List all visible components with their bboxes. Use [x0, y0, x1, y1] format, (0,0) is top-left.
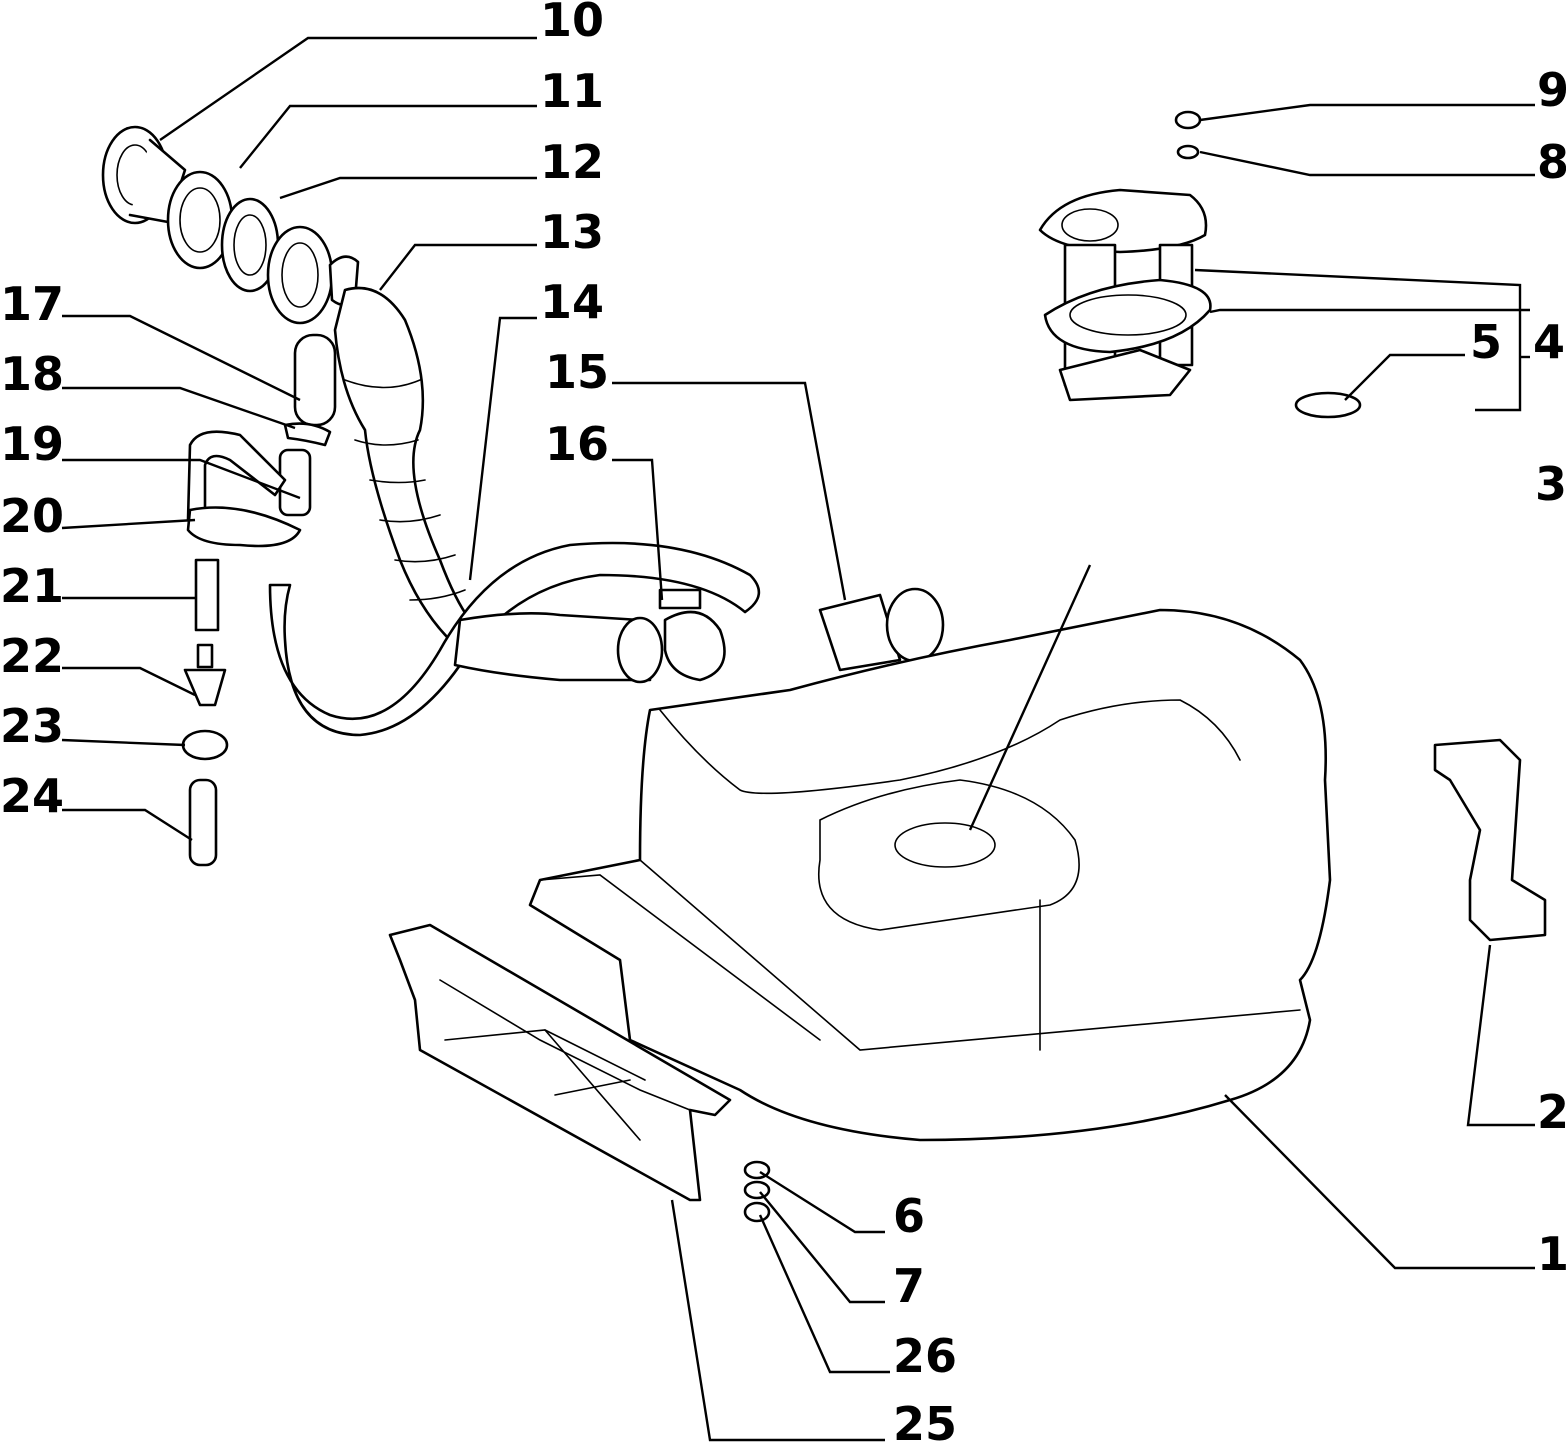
callout-17: 17 [0, 277, 64, 331]
callout-13: 13 [540, 205, 604, 259]
callout-9: 9 [1537, 63, 1566, 117]
callout-14: 14 [540, 275, 604, 329]
callout-20: 20 [0, 489, 64, 543]
callout-10: 10 [540, 0, 604, 47]
callout-4: 4 [1533, 315, 1565, 369]
callout-21: 21 [0, 559, 64, 613]
callout-16: 16 [545, 417, 609, 471]
mounting-bracket [1433, 738, 1547, 942]
callout-18: 18 [0, 347, 64, 401]
leader-lines [61, 36, 1535, 1442]
callout-3: 3 [1535, 457, 1566, 511]
callout-26: 26 [893, 1329, 957, 1383]
callout-25: 25 [893, 1397, 957, 1443]
callout-12: 12 [540, 135, 604, 189]
callout-15: 15 [545, 345, 609, 399]
fuel-pump-sender [1038, 110, 1362, 419]
callout-11: 11 [540, 64, 604, 118]
callout-22: 22 [0, 629, 64, 683]
fuel-tank [528, 608, 1332, 1142]
vent-line-parts [181, 333, 337, 867]
callout-19: 19 [0, 417, 64, 471]
callout-24: 24 [0, 769, 64, 823]
filler-pipe [333, 286, 472, 642]
gasket [1043, 278, 1212, 354]
tank-neck-pipe [453, 587, 945, 684]
hose-clamp [658, 588, 726, 682]
callout-5: 5 [1470, 315, 1502, 369]
callout-23: 23 [0, 699, 64, 753]
fasteners [743, 1160, 771, 1223]
callout-7: 7 [893, 1259, 925, 1313]
vent-hose [268, 541, 761, 737]
callout-8: 8 [1537, 135, 1566, 189]
callout-6: 6 [893, 1189, 925, 1243]
callout-1: 1 [1537, 1227, 1566, 1281]
support-cross-member [388, 923, 732, 1202]
callout-2: 2 [1537, 1085, 1566, 1139]
filler-cap-assembly [101, 125, 360, 325]
